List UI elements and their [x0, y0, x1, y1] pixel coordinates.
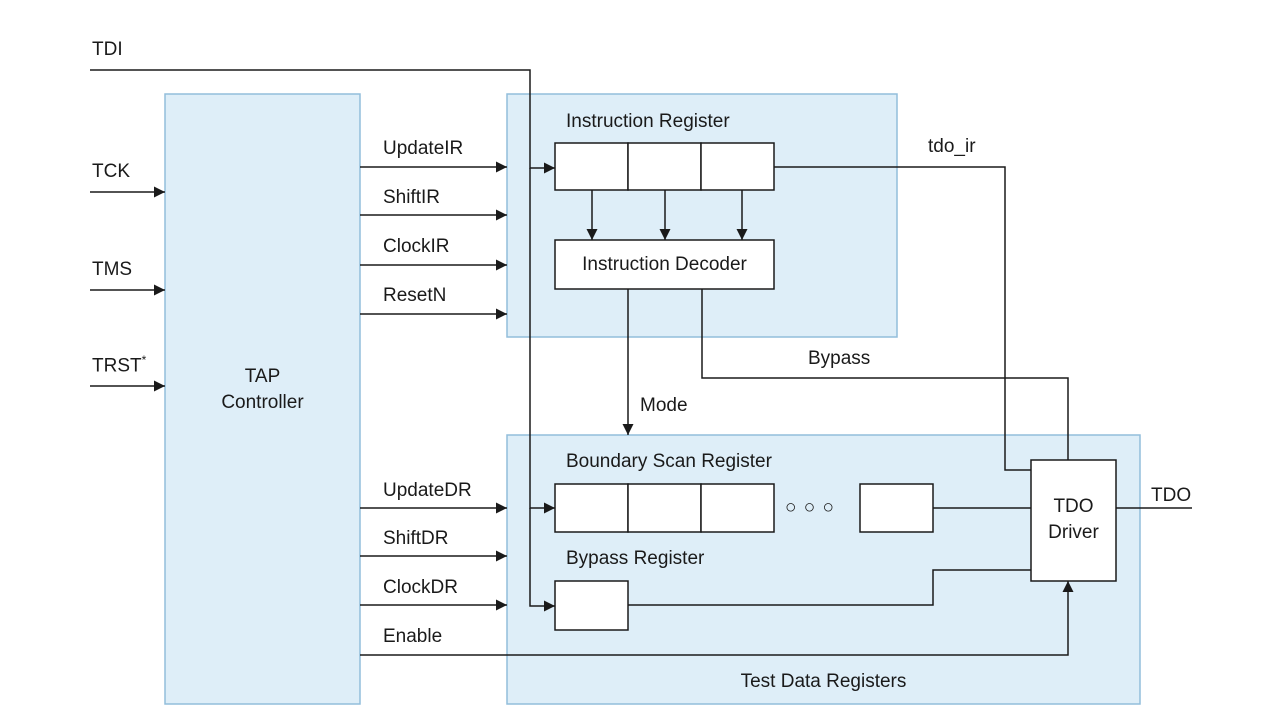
tdo-output-label: TDO	[1151, 485, 1192, 506]
boundary-scan-cell-last	[859, 483, 934, 533]
tdi-label: TDI	[92, 39, 123, 60]
tck-label: TCK	[92, 161, 130, 182]
instruction-register-cell-3	[700, 142, 775, 191]
instruction-decoder-label: Instruction Decoder	[582, 254, 747, 275]
resetn-label: ResetN	[383, 285, 447, 306]
boundary-scan-cell-2	[627, 483, 702, 533]
tdi-to-bypass-wire	[529, 508, 555, 612]
clockir-label: ClockIR	[383, 236, 450, 257]
bypass-register-box	[554, 580, 629, 631]
tdo-driver-line1: TDO	[1053, 496, 1094, 517]
shiftdr-label: ShiftDR	[383, 528, 449, 549]
bypass-wire	[701, 289, 1069, 460]
test-data-registers-label: Test Data Registers	[740, 671, 907, 692]
instruction-register-cell-1	[554, 142, 629, 191]
instruction-decoder-box	[554, 239, 775, 290]
tap-controller-block	[164, 93, 361, 705]
boundary-scan-cell-1	[554, 483, 629, 533]
enable-label: Enable	[383, 626, 443, 647]
mode-signal-label: Mode	[640, 395, 688, 416]
enable-wire	[360, 581, 1074, 656]
updateir-label: UpdateIR	[383, 138, 464, 159]
tdo-ir-label: tdo_ir	[928, 136, 976, 157]
trst-active-low-mark: *	[141, 353, 147, 367]
tdo-driver-box	[1030, 459, 1117, 582]
trst-label: TRST*	[92, 354, 146, 375]
clockdr-label: ClockDR	[383, 577, 458, 598]
boundary-scan-ellipsis: ○ ○ ○	[785, 497, 835, 518]
instruction-register-label: Instruction Register	[566, 111, 730, 132]
boundary-scan-register-label: Boundary Scan Register	[566, 451, 772, 472]
tdo-driver-label: TDO Driver	[1031, 494, 1116, 546]
updatedr-label: UpdateDR	[383, 480, 472, 501]
tdo-ir-wire	[774, 166, 1031, 471]
bypass-register-to-driver-wire	[628, 569, 1031, 606]
tap-controller-line1: TAP	[244, 366, 281, 387]
tap-controller-line2: Controller	[221, 392, 304, 413]
tdi-wire	[90, 69, 555, 174]
tap-controller-label: TAP Controller	[165, 364, 360, 416]
bypass-register-label: Bypass Register	[566, 548, 705, 569]
bypass-signal-label: Bypass	[808, 348, 871, 369]
instruction-register-cell-2	[627, 142, 702, 191]
tms-label: TMS	[92, 259, 133, 280]
tdo-driver-line2: Driver	[1048, 522, 1099, 543]
trst-text: TRST	[92, 355, 142, 377]
shiftir-label: ShiftIR	[383, 187, 441, 208]
boundary-scan-cell-3	[700, 483, 775, 533]
